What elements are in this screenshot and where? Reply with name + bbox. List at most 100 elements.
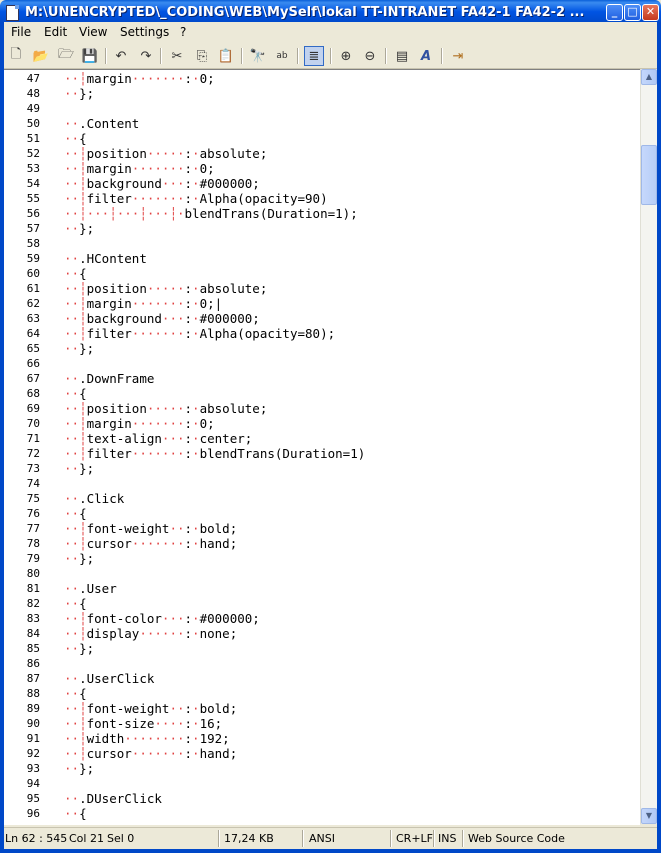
- code-line[interactable]: 74: [4, 476, 640, 491]
- code-line[interactable]: 55··┆filter·······:·Alpha(opacity=90): [4, 191, 640, 206]
- code-line[interactable]: 87··.UserClick: [4, 671, 640, 686]
- line-number: 72: [26, 447, 40, 460]
- code-line[interactable]: 70··┆margin·······:·0;: [4, 416, 640, 431]
- code-line[interactable]: 58: [4, 236, 640, 251]
- code-line[interactable]: 60··{: [4, 266, 640, 281]
- code-line[interactable]: 54··┆background···:·#000000;: [4, 176, 640, 191]
- code-line[interactable]: 61··┆position·····:·absolute;: [4, 281, 640, 296]
- window-frame-bottom: [0, 849, 661, 853]
- line-number: 83: [26, 612, 40, 625]
- scroll-down-icon[interactable]: ▼: [641, 808, 657, 824]
- code-line[interactable]: 75··.Click: [4, 491, 640, 506]
- exit-icon[interactable]: ⇥: [452, 48, 464, 64]
- scroll-thumb[interactable]: [641, 145, 657, 205]
- code-line[interactable]: 72 ··┆filter·······:·blendTrans(Duration=…: [4, 446, 640, 461]
- new-file-icon[interactable]: 🗋: [10, 47, 22, 62]
- code-line[interactable]: 95··.DUserClick: [4, 791, 640, 806]
- code-line[interactable]: 92··┆cursor·······:·hand;: [4, 746, 640, 761]
- code-line[interactable]: 71··┆text-align···:·center;: [4, 431, 640, 446]
- zoom-out-icon[interactable]: ⊖: [364, 48, 376, 64]
- code-line[interactable]: 50··.Content: [4, 116, 640, 131]
- line-code: ··};: [64, 761, 95, 776]
- code-line[interactable]: 57··};: [4, 221, 640, 236]
- menu-edit[interactable]: Edit: [44, 25, 68, 39]
- close-button[interactable]: ✕: [642, 4, 659, 21]
- code-line[interactable]: 63··┆background···:·#000000;: [4, 311, 640, 326]
- redo-icon[interactable]: ↷: [140, 48, 152, 64]
- menu-file[interactable]: File: [11, 25, 32, 39]
- code-line[interactable]: 77··┆font-weight··:·bold;: [4, 521, 640, 536]
- code-line[interactable]: 84··┆display······:·none;: [4, 626, 640, 641]
- code-line[interactable]: 91··┆width········:·192;: [4, 731, 640, 746]
- code-line[interactable]: 69··┆position·····:·absolute;: [4, 401, 640, 416]
- code-line[interactable]: 81··.User: [4, 581, 640, 596]
- save-icon[interactable]: 💾: [81, 48, 99, 64]
- code-line[interactable]: 59··.HContent: [4, 251, 640, 266]
- code-line[interactable]: 82··{: [4, 596, 640, 611]
- code-line[interactable]: 93··};: [4, 761, 640, 776]
- view-icon[interactable]: ▤: [395, 48, 409, 64]
- code-line[interactable]: 80: [4, 566, 640, 581]
- menu-settings[interactable]: Settings: [120, 25, 170, 39]
- code-line[interactable]: 52··┆position·····:·absolute;: [4, 146, 640, 161]
- menu-help[interactable]: ?: [180, 25, 187, 39]
- code-line[interactable]: 47··┆margin·······:·0;: [4, 71, 640, 86]
- code-line[interactable]: 67··.DownFrame: [4, 371, 640, 386]
- notepad-app-icon[interactable]: [6, 5, 19, 21]
- scroll-up-icon[interactable]: ▲: [641, 69, 657, 85]
- code-line[interactable]: 96··{: [4, 806, 640, 821]
- replace-icon[interactable]: ab: [276, 51, 288, 61]
- code-line[interactable]: 49: [4, 101, 640, 116]
- code-line[interactable]: 51··{: [4, 131, 640, 146]
- code-line[interactable]: 48··};: [4, 86, 640, 101]
- code-line[interactable]: 73··};: [4, 461, 640, 476]
- line-number: 95: [26, 792, 40, 805]
- paste-icon[interactable]: 📋: [217, 48, 235, 64]
- menu-view[interactable]: View: [79, 25, 108, 39]
- status-selection: Sel 0: [107, 832, 135, 845]
- minimize-button[interactable]: _: [606, 4, 623, 21]
- code-line[interactable]: 76··{: [4, 506, 640, 521]
- cut-icon[interactable]: ✂: [171, 48, 183, 64]
- toolbar: 🗋 📂 🗁 💾 ↶ ↷ ✂ ⎘ 📋 🔭 ab ≣ ⊕ ⊖ ▤ A ⇥: [0, 43, 661, 69]
- line-code: ··┆filter·······:·blendTrans(Duration=1): [64, 446, 366, 461]
- code-line[interactable]: 90··┆font-size····:·16;: [4, 716, 640, 731]
- code-line[interactable]: 89··┆font-weight··:·bold;: [4, 701, 640, 716]
- code-line[interactable]: 62··┆margin·······:·0;|: [4, 296, 640, 311]
- undo-icon[interactable]: ↶: [115, 48, 127, 64]
- status-separator: [462, 830, 464, 847]
- zoom-in-icon[interactable]: ⊕: [340, 48, 352, 64]
- line-code: ··┆font-weight··:·bold;: [64, 521, 238, 536]
- code-line[interactable]: 94: [4, 776, 640, 791]
- line-number: 74: [26, 477, 40, 490]
- vertical-scrollbar[interactable]: ▲ ▼: [640, 69, 657, 824]
- code-line[interactable]: 86: [4, 656, 640, 671]
- copy-icon[interactable]: ⎘: [196, 48, 208, 64]
- browse-icon[interactable]: 🗁: [57, 47, 75, 62]
- line-code: ··{: [64, 266, 87, 281]
- code-line[interactable]: 78··┆cursor·······:·hand;: [4, 536, 640, 551]
- code-line[interactable]: 64··┆filter·······:·Alpha(opacity=80);: [4, 326, 640, 341]
- code-line[interactable]: 68··{: [4, 386, 640, 401]
- code-line[interactable]: 88··{: [4, 686, 640, 701]
- font-icon[interactable]: A: [420, 48, 432, 64]
- code-line[interactable]: 66: [4, 356, 640, 371]
- code-line[interactable]: 79··};: [4, 551, 640, 566]
- code-line[interactable]: 83··┆font-color···:·#000000;: [4, 611, 640, 626]
- line-code: ··┆margin·······:·0;: [64, 416, 215, 431]
- find-icon[interactable]: 🔭: [249, 48, 267, 64]
- status-insert-mode: INS: [438, 832, 457, 845]
- code-line[interactable]: 53··┆margin·······:·0;: [4, 161, 640, 176]
- line-code: ··┆position·····:·absolute;: [64, 146, 268, 161]
- line-code: ··.HContent: [64, 251, 147, 266]
- code-line[interactable]: 85··};: [4, 641, 640, 656]
- code-line[interactable]: 56··┆···┆···┆···┆·blendTrans(Duration=1)…: [4, 206, 640, 221]
- code-line[interactable]: 65··};: [4, 341, 640, 356]
- maximize-button[interactable]: □: [624, 4, 641, 21]
- line-number: 92: [26, 747, 40, 760]
- open-folder-icon[interactable]: 📂: [32, 48, 50, 64]
- line-number: 71: [26, 432, 40, 445]
- word-wrap-icon[interactable]: ≣: [304, 46, 324, 66]
- line-number: 80: [26, 567, 40, 580]
